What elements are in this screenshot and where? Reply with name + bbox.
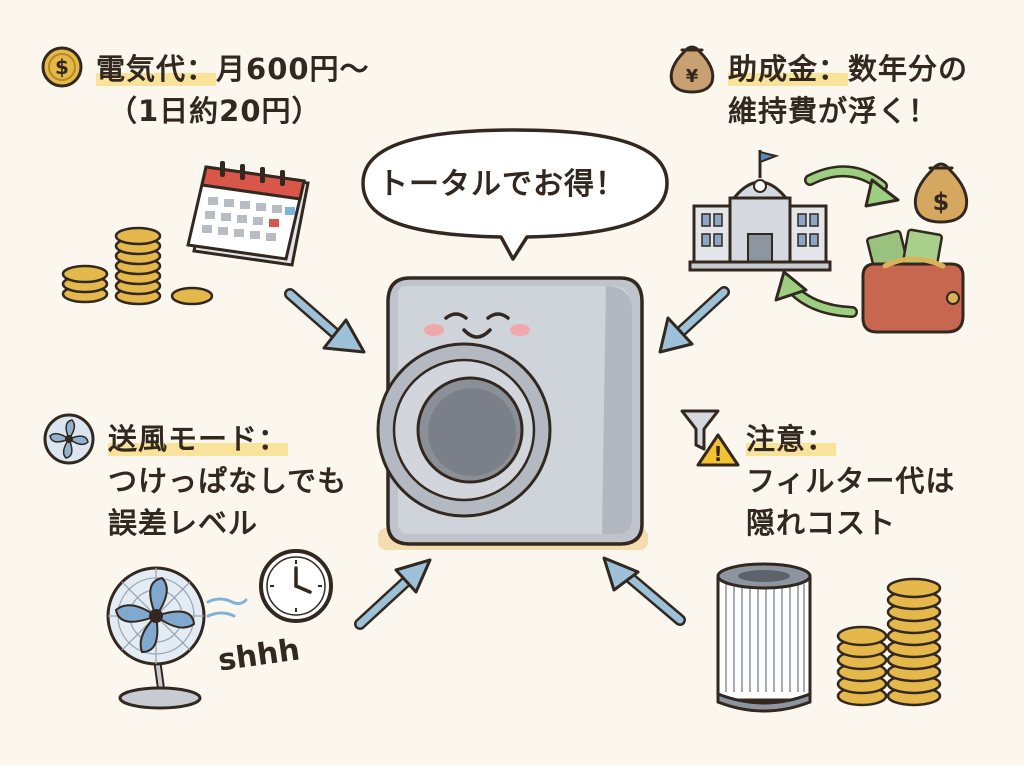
- calendar-icon: [186, 161, 310, 267]
- svg-text:¥: ¥: [686, 66, 699, 87]
- caution-line3: 隠れコスト: [746, 506, 897, 540]
- filter-cartridge-illustration: [716, 562, 812, 713]
- speech-bubble: [361, 128, 669, 261]
- fan-mode-title: 送風モード：: [108, 422, 289, 456]
- svg-text:!: !: [713, 442, 722, 466]
- clock-icon: [259, 549, 333, 623]
- yen-money-bag-icon: ¥: [669, 45, 715, 94]
- coin-stacks-right: [836, 577, 942, 707]
- electric-fan-illustration: [106, 566, 248, 710]
- subsidy-flow-arrows: [774, 165, 900, 318]
- electricity-title: 電気代：月600円〜: [96, 52, 370, 86]
- dollar-money-bag-icon: $: [913, 162, 969, 224]
- caution-title: 注意：: [746, 422, 837, 456]
- coin-stacks-left: [61, 226, 214, 306]
- funnel-warning-icon: !: [680, 409, 740, 467]
- svg-text:$: $: [933, 188, 950, 216]
- coin-purse-icon: [861, 228, 965, 334]
- fan-icon: [43, 413, 95, 465]
- subsidy-detail: 維持費が浮く！: [728, 94, 939, 128]
- svg-text:$: $: [55, 55, 69, 79]
- electricity-detail: （1日約20円）: [108, 94, 322, 128]
- speech-bubble-text: トータルでお得！: [378, 167, 626, 202]
- caution-line2: フィルター代は: [746, 464, 956, 498]
- fan-mode-line3: 誤差レベル: [108, 506, 259, 540]
- government-building-icon: [688, 150, 832, 272]
- dryer-appliance: [376, 276, 644, 546]
- subsidy-title: 助成金：数年分の: [728, 52, 969, 86]
- fan-mode-line2: つけっぱなしでも: [108, 464, 348, 498]
- dollar-coin-icon: $: [41, 46, 83, 88]
